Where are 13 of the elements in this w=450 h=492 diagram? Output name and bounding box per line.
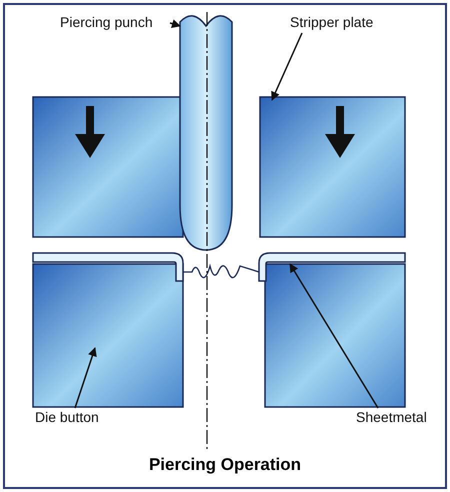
leader-line xyxy=(271,32,303,101)
part-label: Piercing punch xyxy=(60,14,153,30)
stripper-plate-block xyxy=(259,96,406,238)
die-button-block xyxy=(32,263,184,408)
leader-line xyxy=(289,263,379,408)
part-label: Stripper plate xyxy=(290,14,374,30)
part-label: Die button xyxy=(35,409,99,425)
leader-line xyxy=(74,347,97,408)
piercing-punch xyxy=(179,15,233,251)
leader-line xyxy=(170,19,181,28)
sheetmetal xyxy=(32,252,406,282)
part-label: Sheetmetal xyxy=(356,409,427,425)
diagram-title: Piercing Operation xyxy=(148,455,302,475)
